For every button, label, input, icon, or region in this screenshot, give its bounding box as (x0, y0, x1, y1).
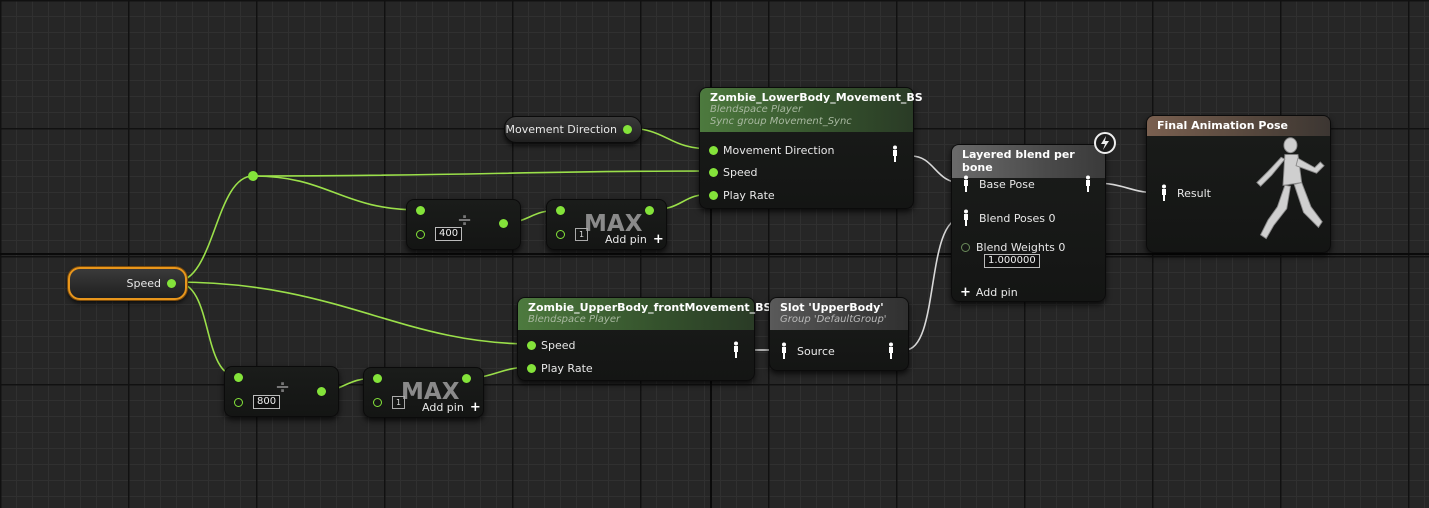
pose-pin-icon[interactable] (1159, 184, 1169, 202)
slot-title: Slot 'UpperBody' (780, 301, 884, 314)
pin-label-play-rate: Play Rate (541, 362, 593, 375)
divide-input-b-pin[interactable] (234, 397, 243, 407)
final-pose-title: Final Animation Pose (1157, 119, 1289, 132)
max-input-a-pin[interactable] (556, 206, 565, 215)
max-label: MAX (584, 211, 643, 237)
divide-input-b-pin[interactable] (416, 229, 425, 239)
play-rate-input-pin[interactable] (709, 191, 718, 200)
pose-pin-icon[interactable] (890, 145, 900, 163)
play-rate-input-pin[interactable] (527, 364, 536, 373)
pin-label-movement-direction: Movement Direction (723, 144, 835, 157)
divide-input-a-pin[interactable] (234, 373, 243, 382)
upper-body-header[interactable]: Zombie_UpperBody_frontMovement_BS Blends… (518, 298, 771, 330)
max-output-pin[interactable] (645, 206, 654, 215)
pose-pin-icon[interactable] (731, 341, 741, 359)
divide-output-pin[interactable] (499, 219, 508, 228)
upper-body-blendspace-node[interactable]: Zombie_UpperBody_frontMovement_BS Blends… (517, 297, 771, 381)
divide-icon: ÷ (457, 210, 473, 231)
max-input-b-pin[interactable] (373, 398, 382, 407)
max-label: MAX (401, 379, 460, 405)
wire-reroute-to-divide-top (252, 175, 422, 211)
upper-body-subtitle: Blendspace Player (528, 314, 621, 325)
divide-node-bottom[interactable]: ÷ 800 (224, 366, 339, 417)
movement-direction-input-pin[interactable] (709, 146, 718, 155)
pin-label-speed: Speed (723, 166, 758, 179)
divide-icon: ÷ (275, 377, 291, 398)
plus-icon[interactable]: + (469, 400, 481, 415)
divide-value-field[interactable]: 400 (435, 227, 463, 241)
lower-body-header[interactable]: Zombie_LowerBody_Movement_BS Blendspace … (700, 88, 923, 132)
wire-slot-to-blendposes (904, 217, 963, 351)
lower-body-subtitle: Blendspace Player (710, 104, 803, 115)
movement-direction-label: Movement Direction (505, 123, 617, 136)
pin-label-source: Source (797, 344, 835, 358)
plus-icon[interactable]: + (652, 232, 664, 247)
pin-label-base-pose: Base Pose (979, 177, 1035, 191)
divide-input-a-pin[interactable] (416, 206, 425, 215)
blend-weight-value-field[interactable]: 1.000000 (984, 254, 1040, 268)
grid-axis-horizontal (0, 253, 1429, 255)
final-pose-header[interactable]: Final Animation Pose (1147, 116, 1330, 136)
blend-weight-input-pin[interactable] (961, 243, 970, 252)
pose-pin-icon[interactable] (886, 342, 896, 360)
lower-body-blendspace-node[interactable]: Zombie_LowerBody_Movement_BS Blendspace … (699, 87, 923, 209)
speed-variable-label: Speed (126, 277, 161, 290)
speed-variable-node[interactable]: Speed (68, 267, 187, 300)
speed-input-pin[interactable] (527, 341, 536, 350)
pose-pin-icon[interactable] (961, 175, 971, 193)
divide-output-pin[interactable] (317, 387, 326, 396)
max-add-pin-label[interactable]: Add pin (605, 233, 647, 246)
grid-axis-vertical (710, 0, 712, 508)
movement-direction-variable-node[interactable]: Movement Direction (504, 116, 642, 143)
wire-speed-to-upper-speed (174, 281, 533, 345)
layered-blend-header[interactable]: Layered blend per bone (952, 145, 1105, 178)
add-pin-label[interactable]: Add pin (975, 286, 1018, 299)
max-input-b-pin[interactable] (556, 230, 565, 239)
lower-body-sync-group: Sync group Movement_Sync (710, 116, 852, 127)
upper-body-title: Zombie_UpperBody_frontMovement_BS (528, 301, 772, 314)
divide-node-top[interactable]: ÷ 400 (406, 199, 521, 250)
max-checkbox-icon[interactable]: 1 (392, 396, 405, 409)
wire-speed-to-reroute (174, 175, 254, 283)
pin-label-blend-weights: Blend Weights 0 (976, 241, 1066, 254)
pin-label-blend-poses: Blend Poses 0 (979, 211, 1056, 225)
pose-pin-icon[interactable] (779, 342, 789, 360)
slot-upperbody-node[interactable]: Slot 'UpperBody' Group 'DefaultGroup' So… (769, 297, 909, 371)
max-node-bottom[interactable]: MAX 1 Add pin + (363, 367, 484, 418)
max-node-top[interactable]: MAX 1 Add pin + (546, 199, 667, 250)
lower-body-title: Zombie_LowerBody_Movement_BS (710, 91, 923, 104)
slot-header[interactable]: Slot 'UpperBody' Group 'DefaultGroup' (770, 298, 908, 330)
plus-icon[interactable]: + (960, 285, 971, 300)
max-checkbox-icon[interactable]: 1 (575, 228, 588, 241)
mannequin-running-icon (1256, 137, 1325, 240)
max-add-pin-label[interactable]: Add pin (422, 401, 464, 414)
pin-label-play-rate: Play Rate (723, 189, 775, 202)
layered-blend-node[interactable]: Layered blend per bone Base Pose Blend P… (951, 144, 1106, 302)
slot-group-subtitle: Group 'DefaultGroup' (780, 314, 887, 325)
max-input-a-pin[interactable] (373, 374, 382, 383)
wire-reroute-to-lower-speed (252, 170, 712, 177)
pin-label-speed: Speed (541, 339, 576, 352)
max-output-pin[interactable] (462, 374, 471, 383)
speed-output-pin[interactable] (167, 279, 176, 288)
speed-input-pin[interactable] (709, 168, 718, 177)
pose-pin-icon[interactable] (961, 209, 971, 227)
final-animation-pose-node[interactable]: Final Animation Pose Result (1146, 115, 1331, 253)
pose-pin-icon[interactable] (1083, 175, 1093, 193)
divide-value-field[interactable]: 800 (253, 395, 281, 409)
lightning-icon (1094, 132, 1116, 154)
pin-label-result: Result (1177, 186, 1211, 200)
reroute-knot[interactable] (248, 171, 258, 181)
wire-speed-to-divide-bottom (174, 281, 240, 378)
layered-blend-title: Layered blend per bone (962, 148, 1075, 174)
movement-direction-output-pin[interactable] (623, 125, 632, 134)
